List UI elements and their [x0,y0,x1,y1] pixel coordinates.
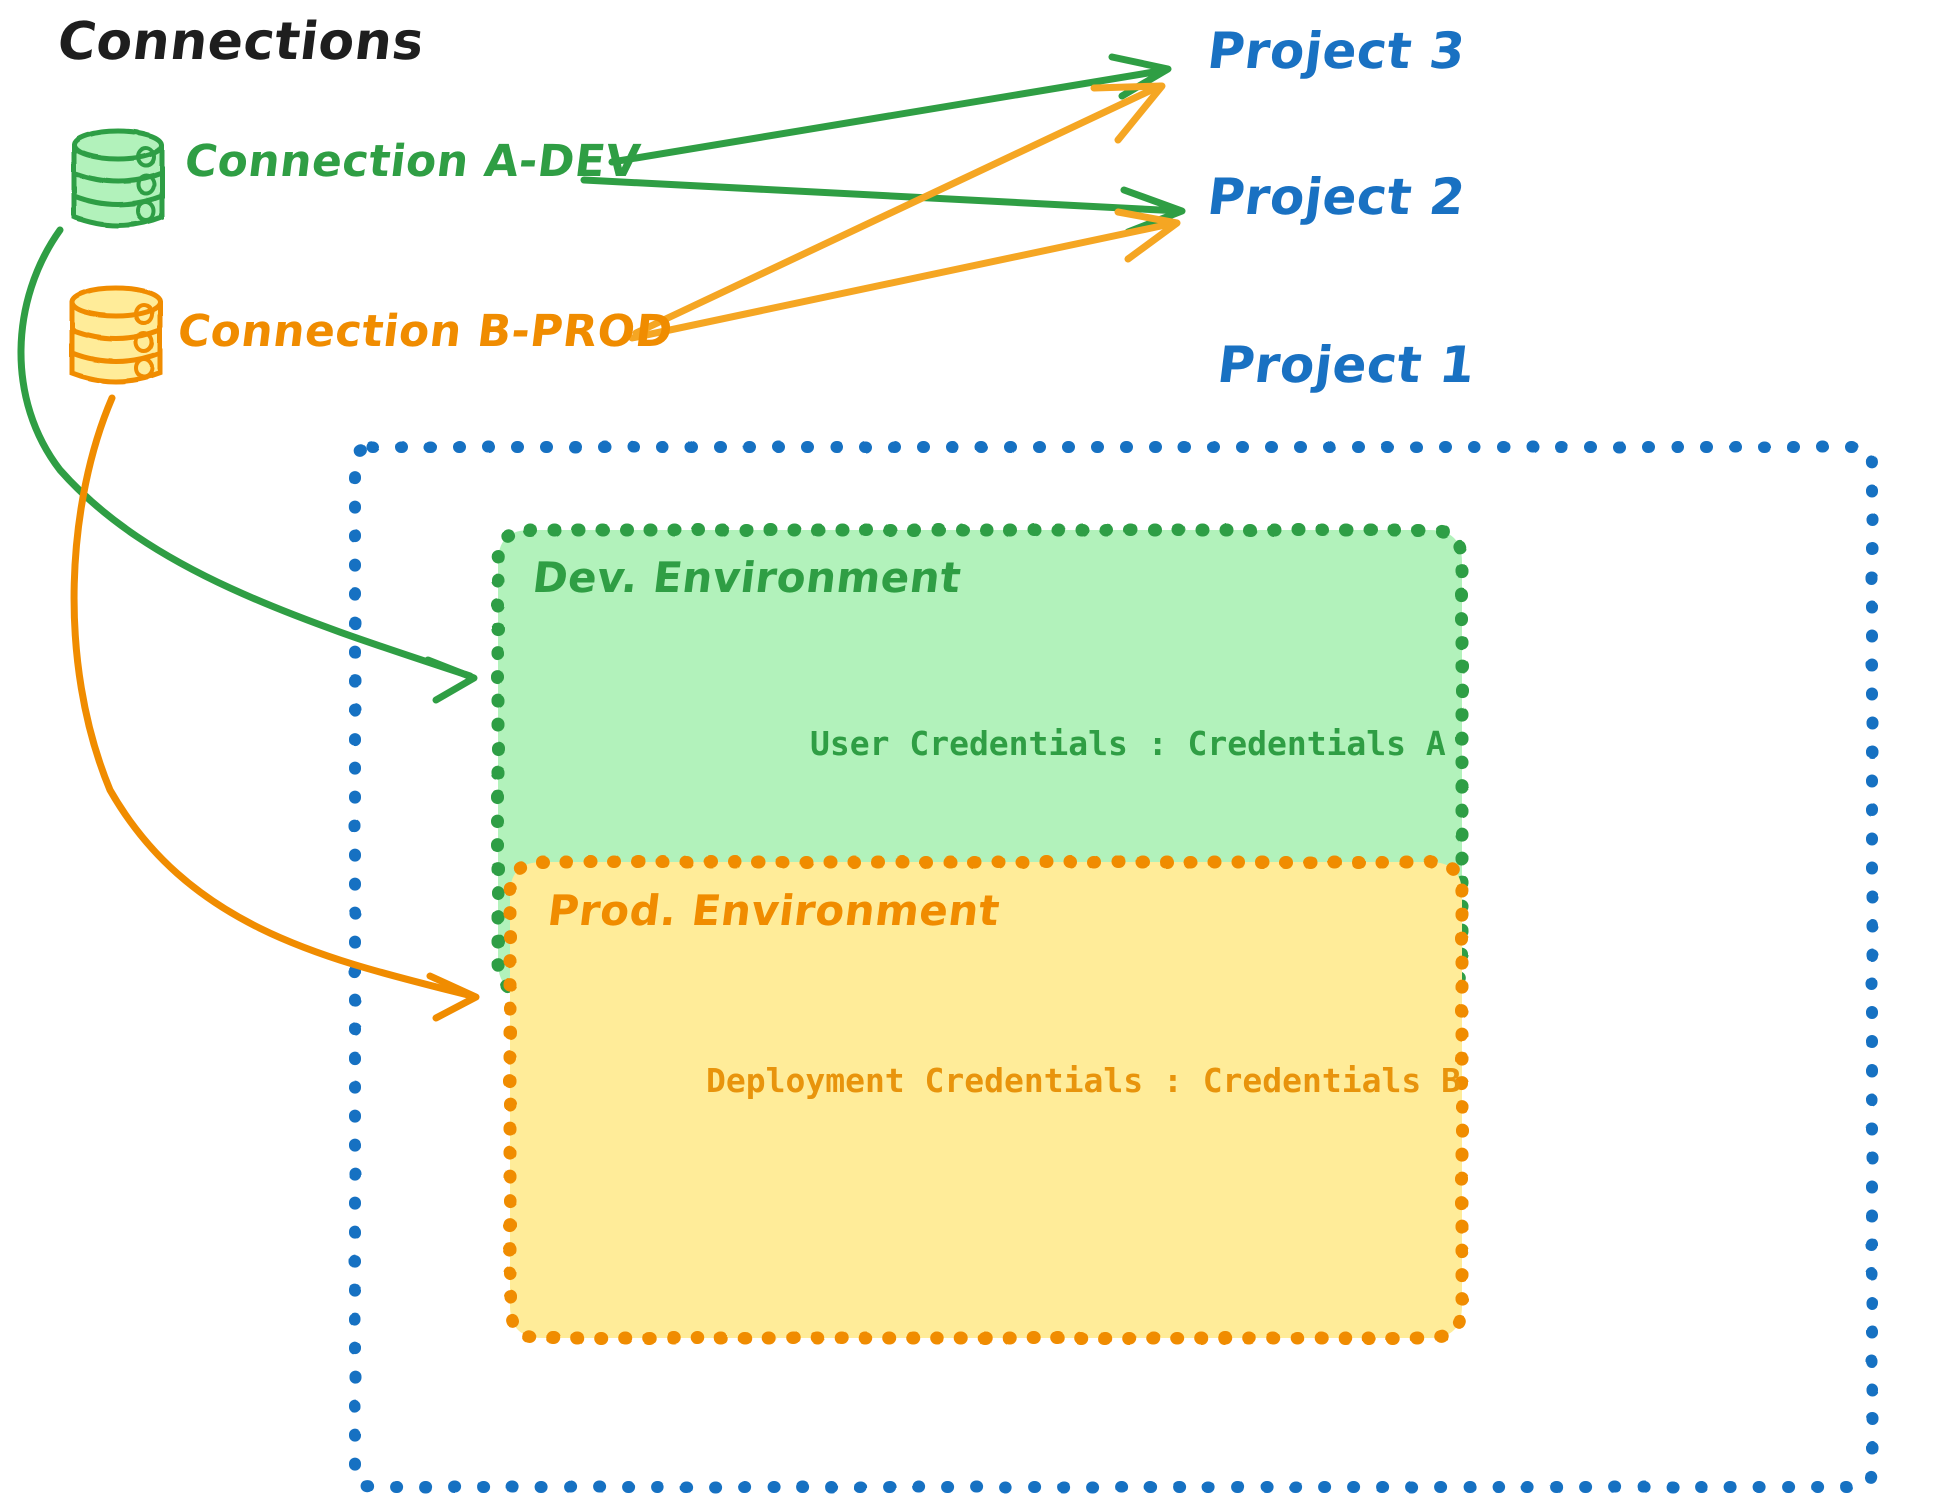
project-3-label[interactable]: Project 3 [1204,22,1469,80]
dev-environment-title: Dev. Environment [530,553,965,602]
project-1-label[interactable]: Project 1 [1214,336,1479,394]
connection-b-prod-label[interactable]: Connection B-PROD [174,306,676,357]
database-icon-conn-a[interactable] [71,128,165,228]
prod-environment-credentials: Deployment Credentials : Credentials B [706,1061,1461,1100]
edge-a-to-project-2 [580,176,1186,236]
dev-environment-credentials: User Credentials : Credentials A [810,724,1446,763]
database-icon-conn-b[interactable] [69,285,163,384]
edge-b-to-project-2 [628,208,1181,342]
prod-environment-box[interactable] [503,855,1469,1345]
edge-a-to-project-3 [608,53,1172,166]
edge-a-to-dev-environment [17,226,478,704]
prod-environment-title: Prod. Environment [545,886,1003,935]
edge-b-to-prod-environment [70,394,480,1022]
edge-b-to-project-3 [632,82,1166,337]
page-title: Connections [54,12,428,72]
project-2-label[interactable]: Project 2 [1204,168,1469,226]
connection-a-dev-label[interactable]: Connection A-DEV [181,136,644,187]
